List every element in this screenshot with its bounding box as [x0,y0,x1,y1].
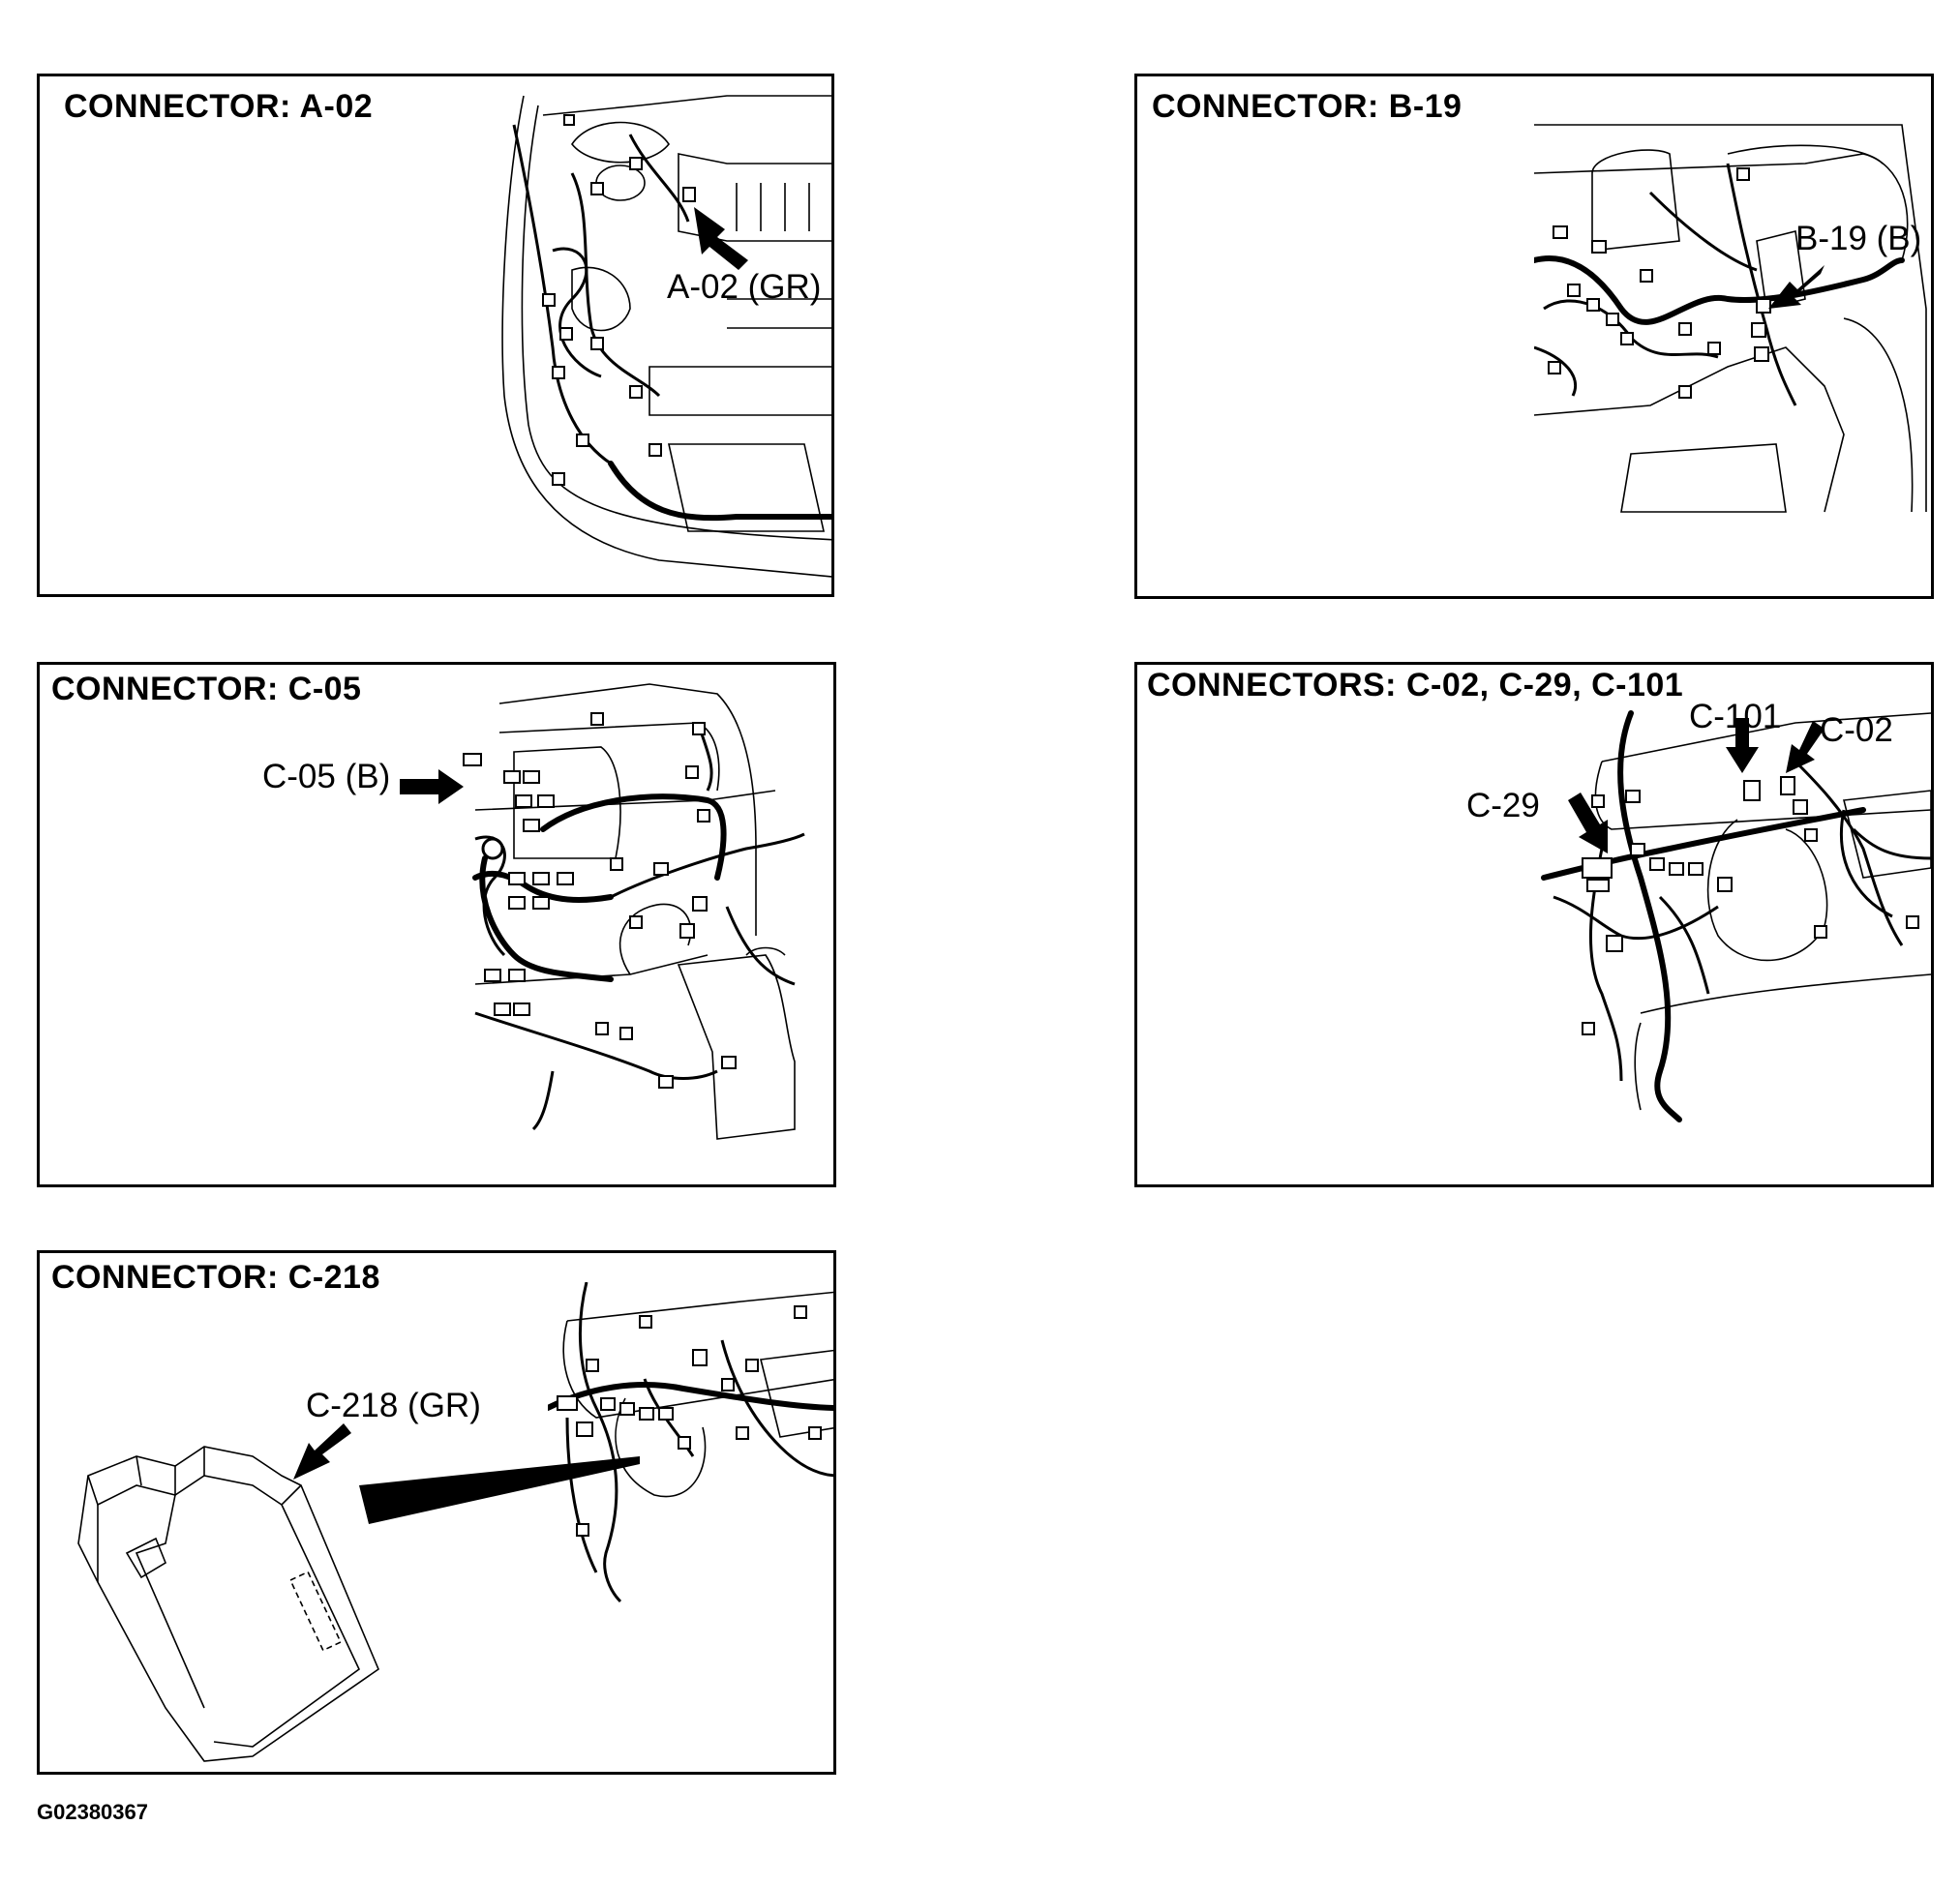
figure-id: G02380367 [37,1800,148,1824]
panel-connector-c05: CONNECTOR: C-05 [37,662,836,1187]
engine-bay-illustration [1534,115,1931,531]
callout-c29: C-29 [1466,787,1540,824]
panel-title: CONNECTOR: C-05 [51,671,362,707]
panel-title: CONNECTOR: A-02 [64,88,374,125]
engine-bay-illustration [485,76,831,594]
panel-title: CONNECTORS: C-02, C-29, C-101 [1147,667,1684,703]
panel-title: CONNECTOR: C-218 [51,1259,380,1296]
arrow-b19 [1768,265,1824,309]
arrow-c101 [1726,718,1759,773]
dashboard-illustration [456,665,833,1184]
panel-title: CONNECTOR: B-19 [1152,88,1462,125]
callout-b19: B-19 (B) [1795,220,1922,257]
pointer-wedge [359,1456,640,1524]
callout-c101: C-101 [1689,698,1782,735]
panel-connector-b19: CONNECTOR: B-19 [1134,74,1934,599]
dashboard-illustration [1524,703,1931,1149]
arrow-a02 [694,207,748,270]
callout-c02: C-02 [1820,711,1893,749]
arrow-c218 [293,1423,351,1480]
callout-c05: C-05 (B) [262,758,391,795]
panel-connector-c218: CONNECTOR: C-218 [37,1250,836,1775]
panel-connectors-c02-c29-c101: CONNECTORS: C-02, C-29, C-101 [1134,662,1934,1187]
callout-a02: A-02 (GR) [667,268,822,306]
junction-box-illustration [59,1427,427,1772]
arrow-c02 [1786,721,1824,773]
arrow-c05 [400,769,464,804]
arrow-c29 [1568,793,1608,853]
callout-c218: C-218 (GR) [306,1387,481,1424]
panel-connector-a02: CONNECTOR: A-02 [37,74,834,597]
dashboard-illustration [548,1282,833,1631]
